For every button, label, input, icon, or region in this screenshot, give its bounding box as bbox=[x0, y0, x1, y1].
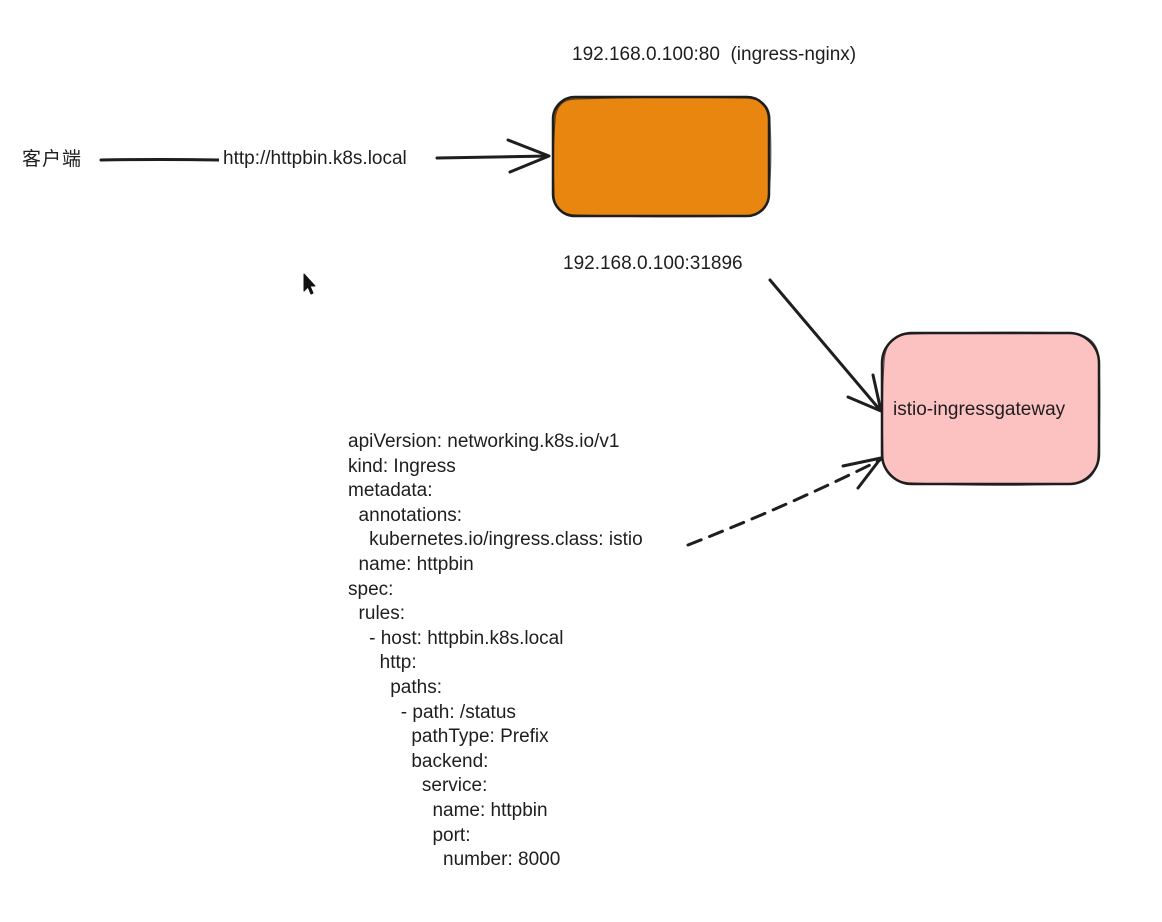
yaml-line: kind: Ingress bbox=[348, 455, 456, 477]
ingress-nginx-box bbox=[551, 95, 771, 218]
yaml-line: - host: httpbin.k8s.local bbox=[348, 627, 564, 649]
istio-gateway-label: istio-ingressgateway bbox=[893, 399, 1066, 420]
yaml-line: port: bbox=[348, 824, 471, 846]
ingress-yaml-manifest: apiVersion: networking.k8s.io/v1 kind: In… bbox=[348, 430, 643, 873]
yaml-line: service: bbox=[348, 775, 488, 797]
mouse-cursor-icon bbox=[303, 273, 316, 295]
edge-client-to-label-line bbox=[99, 158, 221, 162]
yaml-line: name: httpbin bbox=[348, 553, 474, 575]
yaml-line: name: httpbin bbox=[348, 799, 548, 821]
client-node-label: 客户端 bbox=[22, 148, 83, 170]
edge-label-to-nginx-arrowhead bbox=[506, 138, 551, 174]
client-to-nginx-edge-label: http://httpbin.k8s.local bbox=[219, 149, 411, 168]
yaml-line: metadata: bbox=[348, 480, 433, 502]
yaml-line: backend: bbox=[348, 750, 489, 772]
yaml-line: number: 8000 bbox=[348, 849, 561, 871]
ingress-nginx-address-label: 192.168.0.100:80 (ingress-nginx) bbox=[572, 44, 857, 65]
yaml-line: kubernetes.io/ingress.class: istio bbox=[348, 529, 643, 551]
nginx-to-gateway-edge-label: 192.168.0.100:31896 bbox=[563, 253, 743, 274]
edge-yaml-to-gateway-arrowhead bbox=[841, 456, 883, 490]
yaml-line: apiVersion: networking.k8s.io/v1 bbox=[348, 431, 620, 452]
yaml-line: rules: bbox=[348, 603, 406, 625]
ingress-nginx-box-sketch bbox=[552, 96, 772, 218]
yaml-line: paths: bbox=[348, 676, 442, 698]
yaml-line: spec: bbox=[348, 578, 394, 600]
edge-yaml-to-gateway-dashed-line bbox=[686, 458, 882, 547]
yaml-line: pathType: Prefix bbox=[348, 726, 549, 748]
istio-gateway-box-sketch bbox=[881, 331, 1101, 486]
yaml-line: - path: /status bbox=[348, 701, 516, 723]
yaml-line: http: bbox=[348, 652, 417, 674]
edge-label-to-nginx-line bbox=[435, 154, 550, 160]
yaml-line: annotations: bbox=[348, 504, 463, 526]
edge-nginx-to-gateway-line bbox=[768, 278, 882, 412]
